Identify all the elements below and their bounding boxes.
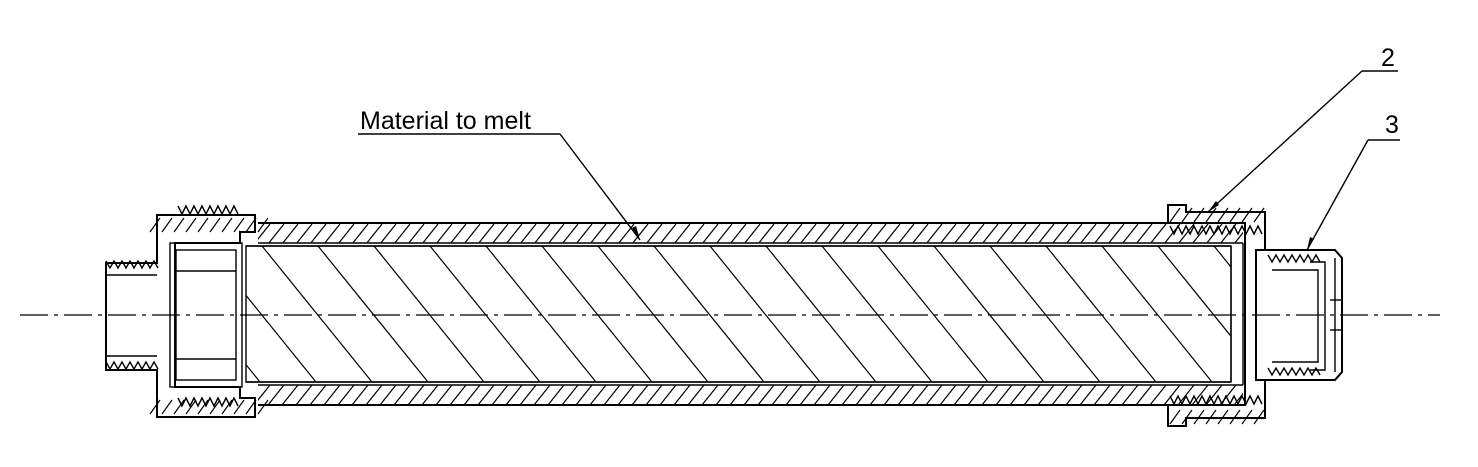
callout-number-2: 2 — [1381, 44, 1395, 72]
label-material-to-melt: Material to melt — [360, 107, 531, 135]
label-callout-3: 3 — [1306, 111, 1400, 251]
callout-number-3: 3 — [1385, 111, 1399, 139]
label-callout-2: 2 — [1207, 44, 1398, 213]
label-material-callout: Material to melt — [358, 107, 641, 241]
material-core — [245, 245, 1232, 383]
tube-body — [246, 222, 1244, 406]
right-fitting — [1265, 249, 1343, 381]
right-end-cap — [1167, 204, 1266, 427]
left-end-cap — [105, 204, 269, 418]
